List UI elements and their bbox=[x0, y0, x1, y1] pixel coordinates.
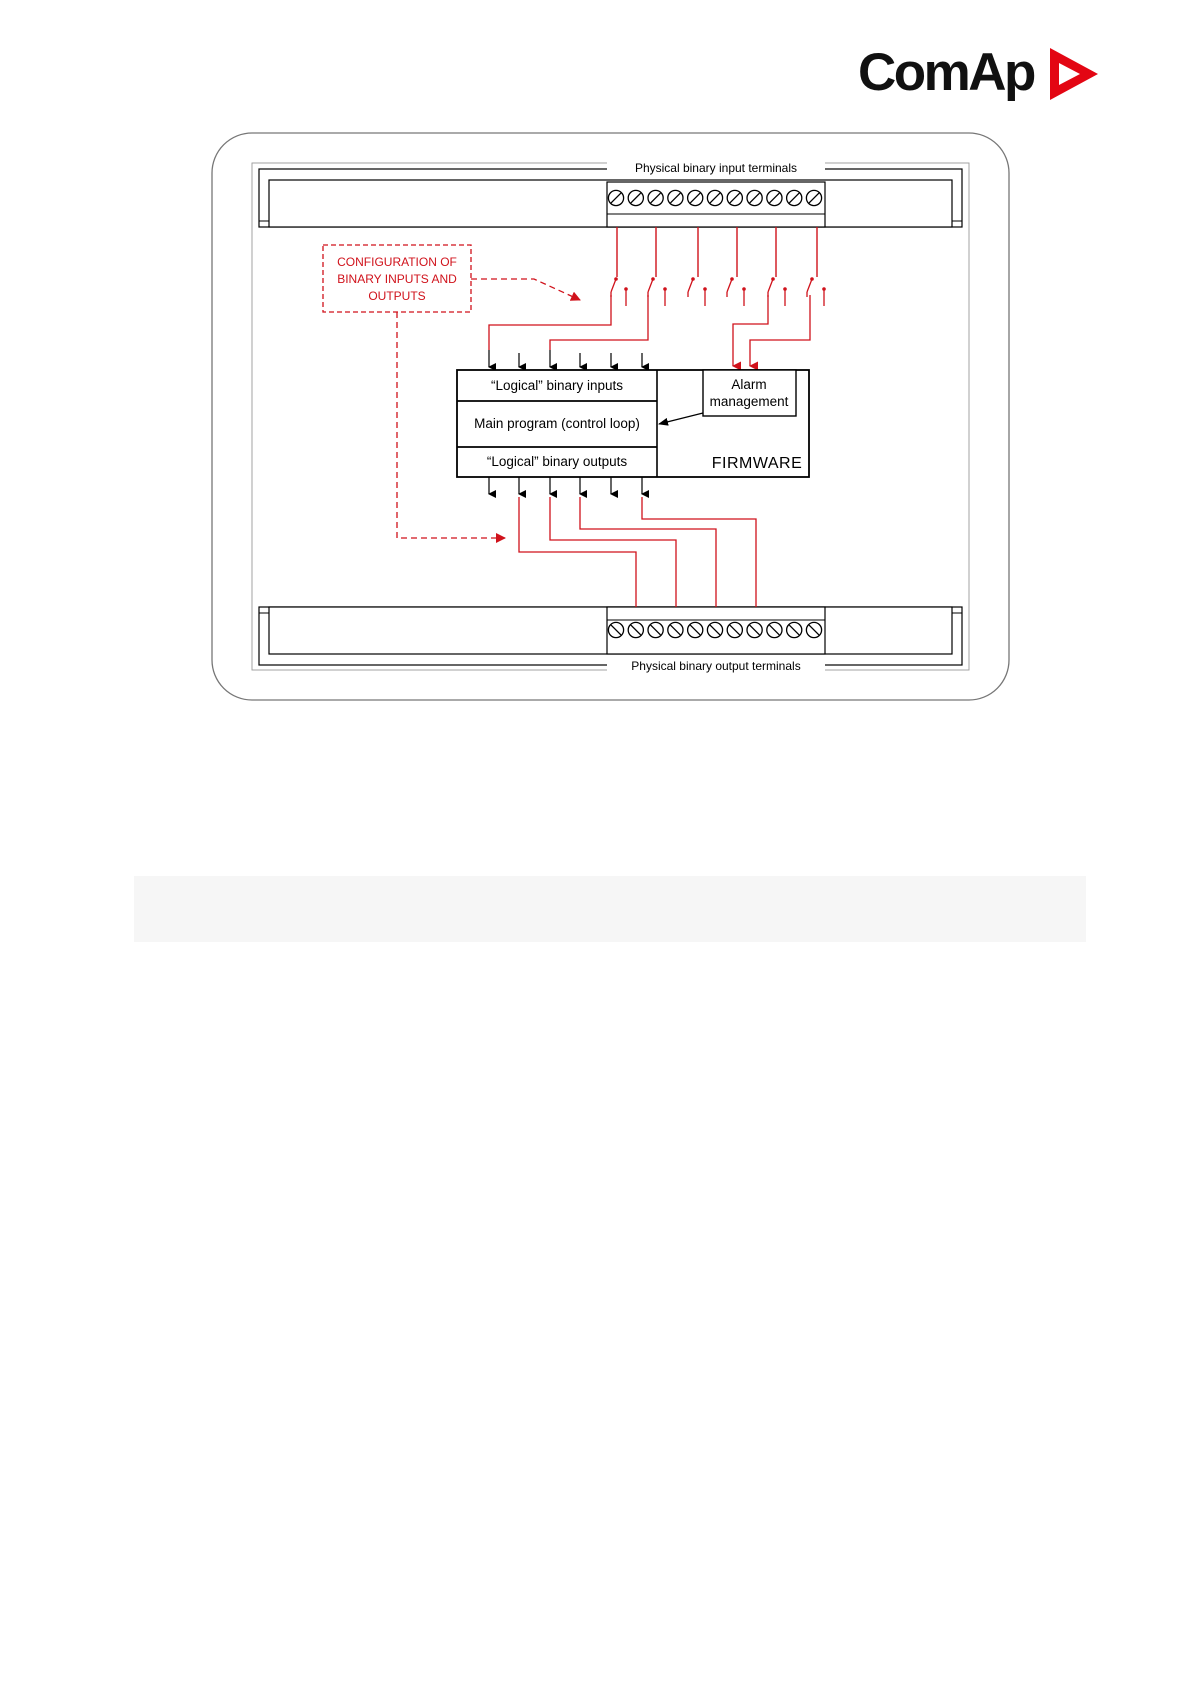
terminal-screw bbox=[747, 190, 762, 205]
terminal-screw bbox=[628, 190, 643, 205]
terminal-screw bbox=[668, 190, 683, 205]
firmware-label: FIRMWARE bbox=[712, 455, 803, 472]
alarm-label-line-2: management bbox=[710, 394, 789, 409]
terminal-screw bbox=[648, 622, 663, 637]
terminal-screw bbox=[806, 622, 821, 637]
logical-outputs-label: “Logical” binary outputs bbox=[487, 454, 628, 469]
output-terminal-screws bbox=[608, 622, 821, 637]
terminal-screw bbox=[787, 190, 802, 205]
terminal-screw bbox=[688, 190, 703, 205]
input-wiring bbox=[617, 227, 817, 277]
terminal-screw bbox=[628, 622, 643, 637]
configuration-label-line-3: OUTPUTS bbox=[368, 289, 425, 303]
logical-inputs-label: “Logical” binary inputs bbox=[491, 378, 623, 393]
logical-input-arrows bbox=[489, 350, 642, 367]
terminal-screw bbox=[707, 622, 722, 637]
terminal-screw bbox=[787, 622, 802, 637]
logical-output-arrows bbox=[489, 477, 642, 494]
terminal-screw bbox=[747, 622, 762, 637]
input-terminals-label: Physical binary input terminals bbox=[635, 161, 797, 175]
terminal-screw bbox=[727, 622, 742, 637]
terminal-screw bbox=[727, 190, 742, 205]
terminal-screw bbox=[767, 622, 782, 637]
terminal-screw bbox=[608, 190, 623, 205]
terminal-screw bbox=[707, 190, 722, 205]
terminal-screw bbox=[668, 622, 683, 637]
configuration-switches bbox=[611, 277, 826, 306]
terminal-screw bbox=[688, 622, 703, 637]
terminal-screw bbox=[767, 190, 782, 205]
input-terminal-screws bbox=[608, 190, 821, 205]
switch-pair bbox=[768, 277, 787, 306]
output-wiring bbox=[519, 497, 756, 607]
switch-pair bbox=[648, 277, 667, 306]
switch-pair bbox=[688, 277, 707, 306]
configuration-label-line-1: CONFIGURATION OF bbox=[337, 255, 457, 269]
main-program-label: Main program (control loop) bbox=[474, 416, 640, 431]
terminal-screw bbox=[806, 190, 821, 205]
configuration-label-line-2: BINARY INPUTS AND bbox=[337, 272, 457, 286]
alarm-label-line-1: Alarm bbox=[731, 377, 766, 392]
terminal-screw bbox=[648, 190, 663, 205]
terminal-screw bbox=[608, 622, 623, 637]
switch-pair bbox=[727, 277, 746, 306]
output-terminals-label: Physical binary output terminals bbox=[631, 659, 800, 673]
switch-pair bbox=[611, 277, 628, 306]
note-box bbox=[134, 876, 1086, 942]
logical-input-wiring bbox=[489, 295, 810, 366]
